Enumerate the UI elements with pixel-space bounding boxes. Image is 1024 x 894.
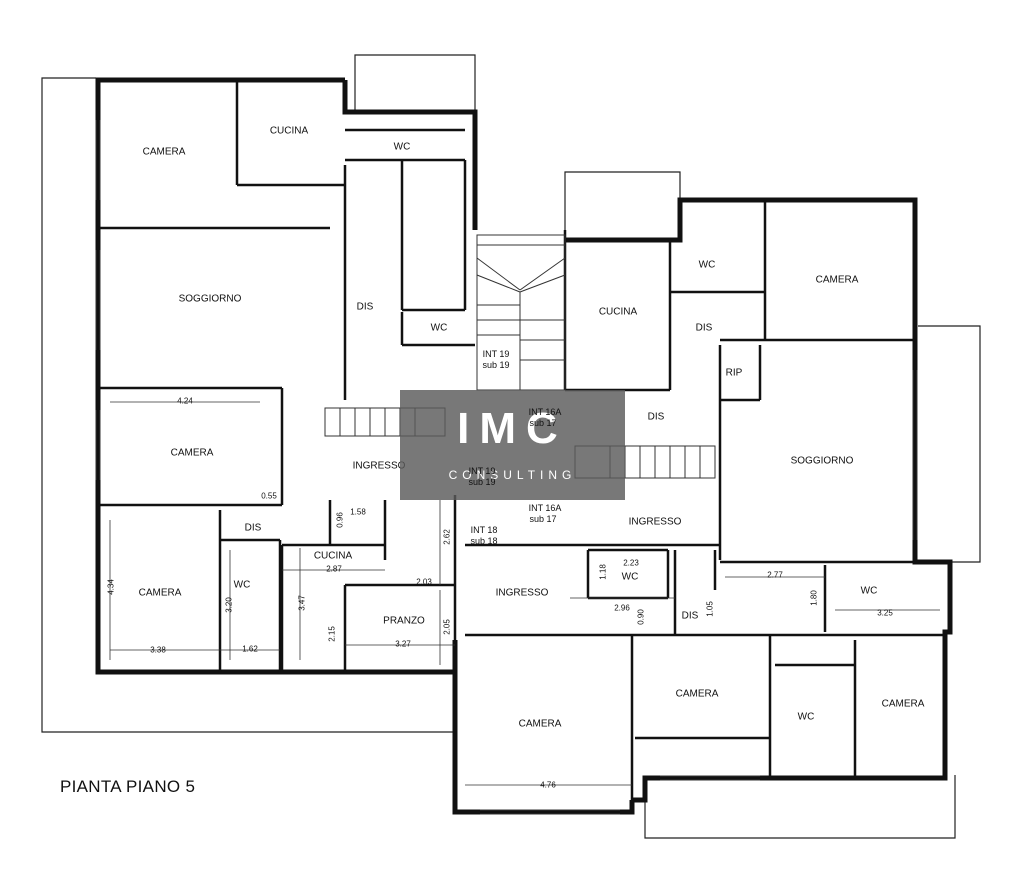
dimension-label: 3.20 xyxy=(224,597,234,613)
dimension-label: 2.96 xyxy=(614,603,630,613)
dimension-label: 2.23 xyxy=(623,558,639,568)
dimension-label: 1.05 xyxy=(705,601,715,617)
dimension-label: 2.87 xyxy=(326,564,342,574)
unit-sub-label: sub 17 xyxy=(529,514,557,524)
room-label-ingresso: INGRESSO xyxy=(495,587,549,599)
room-label-wc: WC xyxy=(233,579,251,591)
room-label-wc: WC xyxy=(797,711,815,723)
dimension-label: 3.25 xyxy=(877,608,893,618)
dimension-label: 1.62 xyxy=(242,644,258,654)
room-label-soggiorno: SOGGIORNO xyxy=(178,293,242,305)
dimension-label: 0.96 xyxy=(335,512,345,528)
dimension-label: 2.15 xyxy=(327,626,337,642)
dimension-label: 1.18 xyxy=(598,564,608,580)
unit-sub-label: sub 19 xyxy=(468,477,496,487)
dimension-label: 1.80 xyxy=(809,590,819,606)
dimension-label: 0.90 xyxy=(636,609,646,625)
dimension-label: 4.24 xyxy=(177,396,193,406)
room-label-camera: CAMERA xyxy=(675,688,719,700)
dimension-label: 3.38 xyxy=(150,645,166,655)
room-label-cucina: CUCINA xyxy=(313,550,353,562)
room-label-cucina: CUCINA xyxy=(269,125,309,137)
dimension-label: 3.47 xyxy=(297,595,307,611)
dimension-label: 2.03 xyxy=(416,577,432,587)
room-label-ingresso: INGRESSO xyxy=(352,460,406,472)
room-label-camera: CAMERA xyxy=(815,274,859,286)
room-label-wc: WC xyxy=(860,585,878,597)
room-label-dis: DIS xyxy=(647,411,665,423)
room-label-dis: DIS xyxy=(356,301,374,313)
unit-label: INT 19 xyxy=(468,466,496,476)
room-label-wc: WC xyxy=(621,571,639,583)
dimension-lines xyxy=(109,401,940,786)
room-label-dis: DIS xyxy=(695,322,713,334)
room-label-dis: DIS xyxy=(681,610,699,622)
dimension-label: 2.05 xyxy=(442,619,452,635)
unit-label: INT 18 xyxy=(470,525,498,535)
room-label-cucina: CUCINA xyxy=(598,306,638,318)
dimension-label: 0.55 xyxy=(261,491,277,501)
dimension-label: 1.58 xyxy=(350,507,366,517)
dimension-label: 2.62 xyxy=(442,529,452,545)
room-label-rip: RIP xyxy=(725,367,743,379)
windows xyxy=(95,120,918,815)
room-label-wc: WC xyxy=(698,259,716,271)
dimension-label: 4.76 xyxy=(540,780,556,790)
interior-walls xyxy=(98,80,945,800)
unit-label: INT 16A xyxy=(528,407,562,417)
room-label-camera: CAMERA xyxy=(170,447,214,459)
plan-title: PIANTA PIANO 5 xyxy=(60,777,196,796)
logo-subtext: CONSULTING xyxy=(448,468,577,482)
room-label-wc: WC xyxy=(393,141,411,153)
unit-sub-label: sub 17 xyxy=(529,418,557,428)
logo-text: IMC xyxy=(457,404,568,453)
dimension-label: 3.27 xyxy=(395,639,411,649)
unit-label: INT 16A xyxy=(528,503,562,513)
room-label-dis: DIS xyxy=(244,522,262,534)
dimension-label: 4.34 xyxy=(106,579,116,595)
room-label-camera: CAMERA xyxy=(518,718,562,730)
room-label-ingresso: INGRESSO xyxy=(628,516,682,528)
room-label-soggiorno: SOGGIORNO xyxy=(790,455,854,467)
terrace-outlines xyxy=(41,54,981,839)
unit-sub-label: sub 18 xyxy=(470,536,498,546)
unit-sub-label: sub 19 xyxy=(482,360,510,370)
dimension-label: 2.77 xyxy=(767,570,783,580)
logo-watermark: IMC CONSULTING xyxy=(400,390,625,500)
room-label-camera: CAMERA xyxy=(138,587,182,599)
room-label-pranzo: PRANZO xyxy=(383,615,425,627)
room-label-wc: WC xyxy=(430,322,448,334)
unit-label: INT 19 xyxy=(482,349,510,359)
room-label-camera: CAMERA xyxy=(142,146,186,158)
room-label-camera: CAMERA xyxy=(881,698,925,710)
